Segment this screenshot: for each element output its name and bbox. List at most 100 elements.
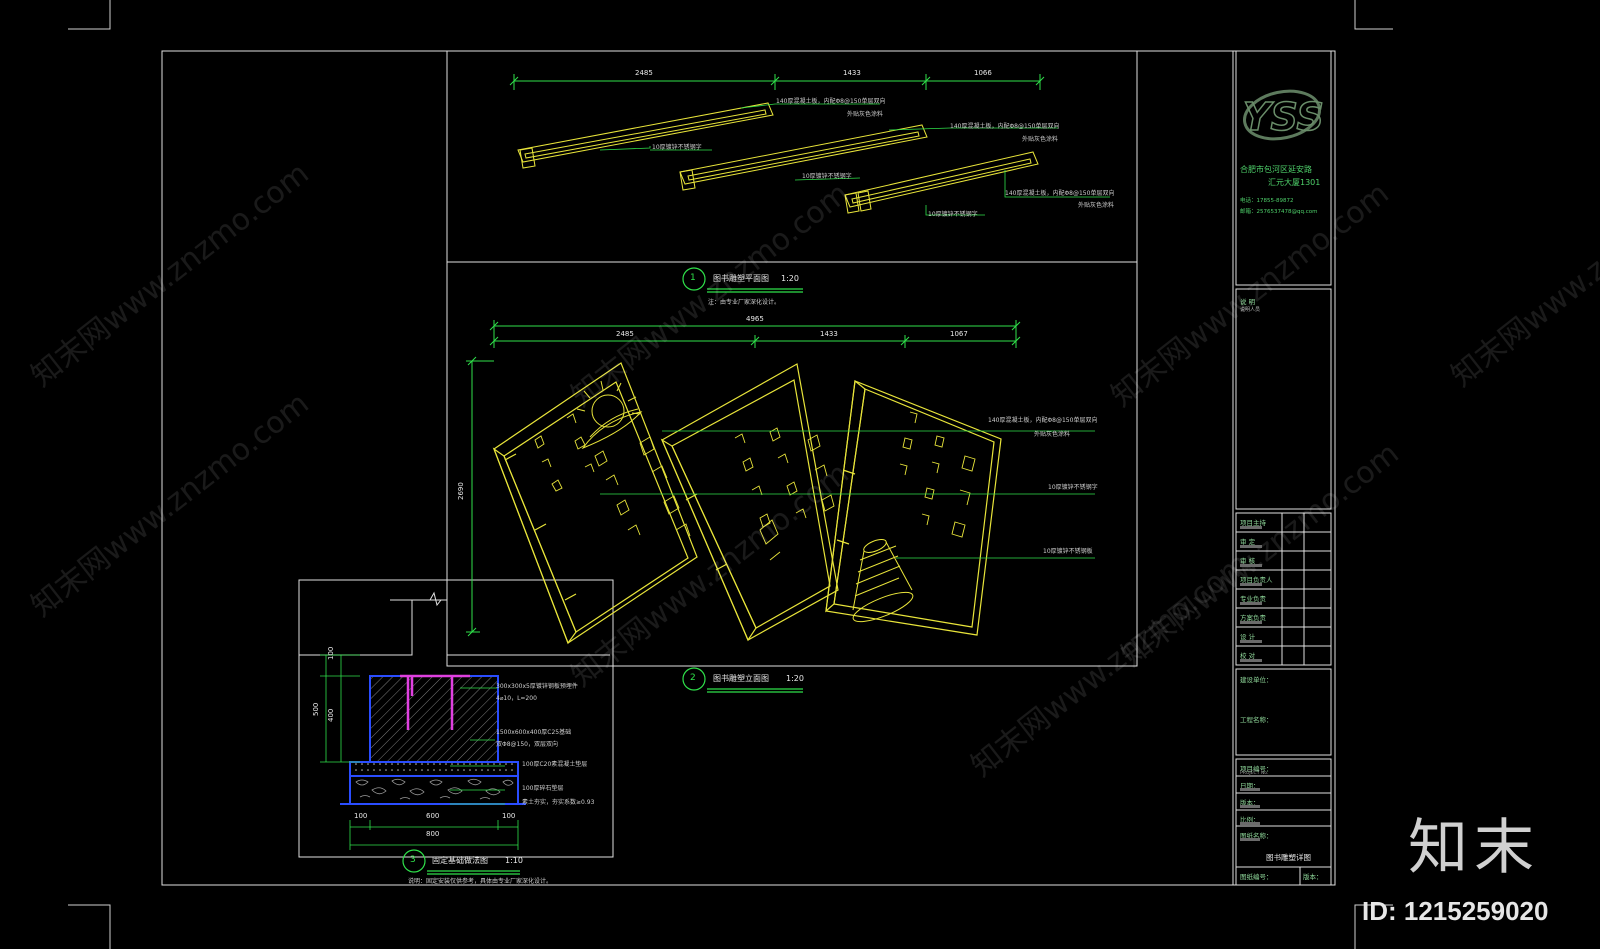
- signature-bar: [1240, 640, 1262, 643]
- scroll-sculpture-icon: [852, 539, 914, 623]
- drawing-name-label: 图纸名称：: [1240, 832, 1273, 840]
- elevation-dimension-lines: [466, 320, 1021, 637]
- plan-callout-3: 140厚混凝土板，内配Φ8@150单层双向: [1005, 190, 1115, 197]
- plan-steel-3: 10厚镀锌不锈钢字: [928, 211, 978, 218]
- section-vdim-1: 100: [327, 646, 335, 660]
- client-label: 建设单位：: [1240, 676, 1273, 684]
- section-vdim-2: 400: [327, 708, 335, 722]
- elevation-frame: [446, 261, 1138, 667]
- elevation-dim-2: 1433: [820, 330, 838, 338]
- section-note: 说明：固定安装仅供参考，具体由专业厂家深化设计。: [408, 878, 553, 885]
- plan-dim-2: 1433: [843, 69, 861, 77]
- elevation-title: 图书雕塑立面图: [713, 674, 769, 683]
- section-layer-rebar: 双Φ8@150，双层双向: [496, 741, 558, 748]
- embedded-steel-plate: [400, 674, 470, 730]
- date-label: 日期：: [1240, 782, 1260, 790]
- elevation-total-dim: 4965: [746, 315, 764, 323]
- drawing-bar: [1240, 838, 1260, 841]
- section-layer-footing: 1500x600x400厚C25基础: [496, 729, 572, 736]
- plan-dimension-line: [509, 74, 1045, 90]
- project-no-sub: PROJECT No.: [1240, 771, 1269, 776]
- section-total-dim: 800: [426, 830, 440, 838]
- role-project-manager: 项目负责人: [1240, 576, 1273, 584]
- yss-logo-icon: YSS: [1242, 89, 1325, 141]
- elevation-height-dim: 2690: [457, 482, 465, 500]
- role-approve: 审 定: [1240, 538, 1256, 546]
- scale-label: 比例：: [1240, 816, 1260, 824]
- role-check: 校 对: [1240, 652, 1256, 660]
- elevation-callout-steel-text: 10厚镀锌不锈钢字: [1048, 484, 1098, 491]
- plan-callout-3-sub: 外贴灰色涂料: [1078, 202, 1115, 209]
- sun-logo-icon: [576, 380, 643, 450]
- carved-characters: [534, 411, 976, 561]
- view-title-markers: [402, 267, 803, 875]
- plan-note: 注：由专业厂家深化设计。: [708, 299, 781, 306]
- section-title: 固定基础做法图: [432, 856, 488, 865]
- section-layer-plate: 300x300x5厚镀锌钢板预埋件: [496, 683, 578, 690]
- gravel-pattern: [355, 778, 514, 800]
- plan-callout-1: 140厚混凝土板，内配Φ8@150单层双向: [776, 98, 886, 105]
- section-scale: 1:10: [505, 856, 523, 865]
- section-hdim-1: 100: [354, 812, 368, 820]
- plan-title: 图书雕塑平面图: [713, 274, 769, 283]
- project-no-label: 项目编号：: [1240, 765, 1273, 773]
- elevation-callout-paint: 外贴灰色涂料: [1034, 431, 1071, 438]
- section-layer-soil: 素土夯实，夯实系数≥0.93: [522, 799, 595, 806]
- signature-bar: [1240, 659, 1262, 662]
- signature-bar: [1240, 621, 1262, 624]
- drawing-no-label: 图纸编号：: [1240, 873, 1273, 881]
- project-name-label: 工程名称：: [1240, 716, 1273, 724]
- section-layer-anchor: 4⌀10，L=200: [496, 695, 537, 702]
- company-address-2: 汇元大厦1301: [1268, 178, 1321, 187]
- section-vdim-3: 500: [312, 702, 320, 716]
- scale-bar: [1240, 822, 1260, 825]
- brand-logo: 知末: [1408, 813, 1540, 883]
- plan-callout-2: 140厚混凝土板，内配Φ8@150单层双向: [950, 123, 1060, 130]
- asset-id: ID: 1215259020: [1362, 896, 1549, 926]
- section-layer-gravel: 100厚碎石垫层: [522, 785, 564, 792]
- plan-leaders: [599, 103, 1110, 216]
- notes-sub: 说明人员: [1240, 307, 1261, 313]
- signature-bar: [1240, 583, 1262, 586]
- plan-scale: 1:20: [781, 274, 799, 283]
- elevation-callout-slab: 140厚混凝土板，内配Φ8@150单层双向: [988, 417, 1098, 424]
- version-label: 版本：: [1240, 799, 1260, 807]
- plan-callout-1-sub: 外贴灰色涂料: [847, 111, 884, 118]
- plan-book-slabs: [517, 102, 1039, 214]
- elevation-number: 2: [690, 673, 696, 683]
- concrete-footing: [369, 675, 499, 763]
- version-bar: [1240, 805, 1260, 808]
- plan-number: 1: [690, 273, 696, 283]
- revision-label: 版本：: [1303, 873, 1323, 881]
- elevation-dim-1: 2485: [616, 330, 634, 338]
- elevation-scale: 1:20: [786, 674, 804, 683]
- company-address-1: 合肥市包河区延安路: [1240, 165, 1312, 174]
- titleblock-grid: [1235, 50, 1332, 886]
- elevation-books: [492, 362, 1002, 645]
- notes-label: 说 明: [1240, 298, 1256, 306]
- section-dimensions: [320, 654, 519, 850]
- role-design: 设 计: [1240, 633, 1256, 641]
- sheet-border: [161, 50, 1336, 886]
- company-phone: 电话：17855-89872: [1240, 198, 1294, 204]
- crop-marks: [68, 0, 1393, 949]
- role-discipline-lead: 专业负责: [1240, 595, 1266, 603]
- section-frame: [298, 579, 614, 858]
- plan-steel-2: 10厚镀锌不锈钢字: [802, 173, 852, 180]
- drawing-name: 图书雕塑详图: [1266, 853, 1311, 862]
- section-layer-bedding: 100厚C20素混凝土垫层: [522, 761, 588, 768]
- signature-bar: [1240, 564, 1262, 567]
- svg-text:YSS: YSS: [1243, 95, 1324, 139]
- signature-bar: [1240, 545, 1262, 548]
- plan-dim-3: 1066: [974, 69, 992, 77]
- signature-bar: [1240, 526, 1262, 529]
- concrete-bedding: [349, 761, 519, 777]
- elevation-dim-3: 1067: [950, 330, 968, 338]
- section-hdim-2: 600: [426, 812, 440, 820]
- elevation-leaders: [600, 430, 1095, 559]
- role-scheme-lead: 方案负责: [1240, 614, 1266, 622]
- plan-callout-2-sub: 外贴灰色涂料: [1022, 136, 1059, 143]
- elevation-callout-steel-plate: 10厚镀锌不锈钢板: [1043, 548, 1093, 555]
- plan-dim-1: 2485: [635, 69, 653, 77]
